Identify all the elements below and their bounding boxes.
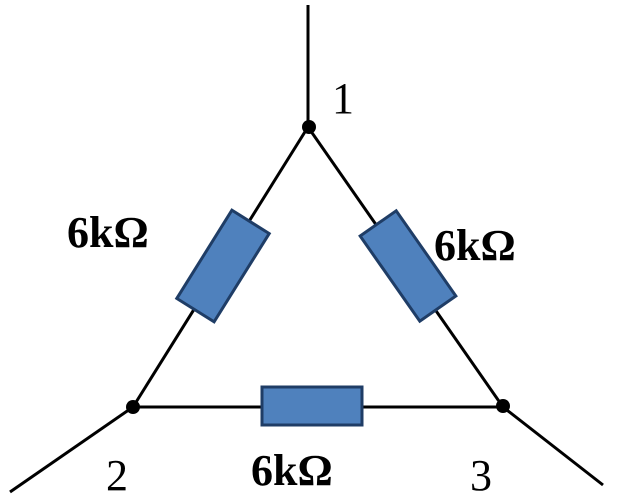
junction-dot-node-1: [302, 120, 316, 134]
resistor-label-1-2: 6kΩ: [67, 208, 149, 257]
node-label-3: 3: [470, 451, 492, 500]
node-label-2: 2: [106, 451, 128, 500]
resistor-1-3: [358, 208, 458, 324]
lead-wire-node-2: [9, 405, 134, 494]
lead-wire-node-3: [502, 405, 604, 487]
junction-dot-node-3: [496, 399, 510, 413]
node-label-1: 1: [332, 74, 354, 123]
resistor-1-2: [174, 208, 272, 324]
resistor-2-3: [260, 385, 364, 427]
resistor-label-1-3: 6kΩ: [434, 221, 516, 270]
junction-dot-node-2: [126, 400, 140, 414]
resistor-label-2-3: 6kΩ: [251, 446, 333, 495]
